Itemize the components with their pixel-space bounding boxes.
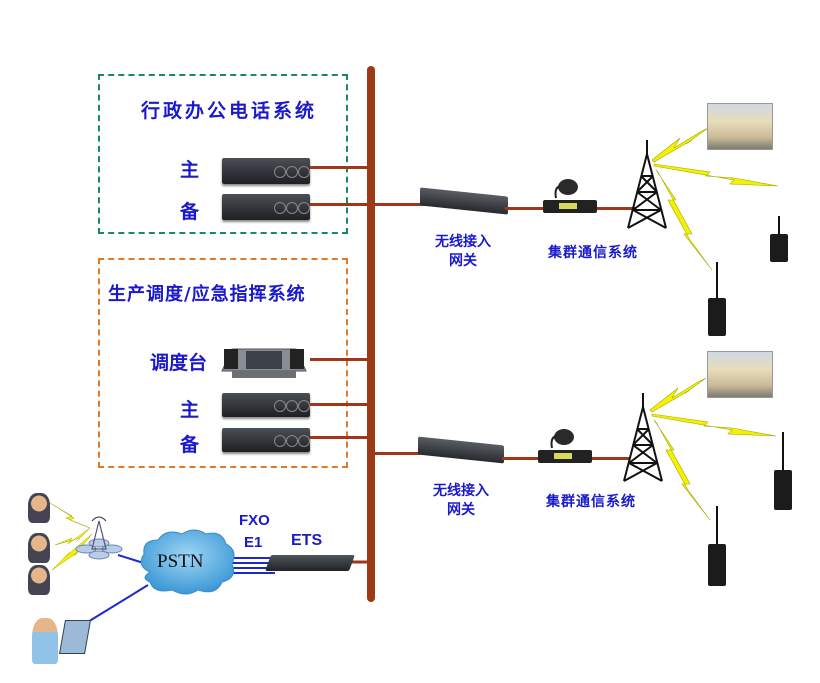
- site2-gateway-label-line1: 无线接入: [433, 483, 489, 499]
- dispatch-primary-link: [310, 403, 370, 406]
- site1-radio-tower-link: [597, 207, 635, 210]
- site2-gateway-radio-link: [502, 457, 542, 460]
- site2-gateway-label: 无线接入 网关: [418, 482, 504, 520]
- site2-microphone-icon: [550, 429, 574, 449]
- site2-mobile-radio[interactable]: [538, 450, 592, 463]
- dispatch-backup-label: 备: [180, 434, 200, 456]
- site1-bus-link: [375, 203, 425, 206]
- site1-radio-links: [651, 127, 779, 271]
- site2-vehicle[interactable]: [707, 351, 773, 398]
- site1-handset-2[interactable]: [708, 262, 726, 336]
- ets-label: ETS: [291, 532, 323, 549]
- fxo-interface-label: FXO: [239, 512, 270, 529]
- backbone-bus: [367, 66, 375, 602]
- e1-interface-label: E1: [244, 534, 263, 551]
- office-phone-system-group: [98, 74, 348, 234]
- site1-gateway-label: 无线接入 网关: [420, 233, 506, 271]
- site1-mobile-radio[interactable]: [543, 200, 597, 213]
- site2-radio-links: [649, 377, 777, 521]
- dispatch-console[interactable]: [218, 343, 310, 381]
- office-primary-server[interactable]: [222, 158, 310, 184]
- site1-trunking-label: 集群通信系统: [548, 245, 638, 261]
- site2-bus-link: [375, 452, 420, 455]
- site2-radio-tower-link: [592, 457, 630, 460]
- site2-handset-2[interactable]: [708, 506, 726, 586]
- site1-gateway-label-line1: 无线接入: [435, 234, 491, 250]
- dispatch-system-title: 生产调度/应急指挥系统: [108, 284, 306, 305]
- dispatch-backup-link: [310, 436, 370, 439]
- site1-tower-icon: [627, 140, 667, 229]
- dispatch-system-group: [98, 258, 348, 468]
- dispatch-backup-server[interactable]: [222, 428, 310, 452]
- office-primary-link: [310, 166, 370, 169]
- site2-tower-icon: [623, 393, 663, 482]
- landline-user: [32, 618, 58, 664]
- office-backup-server[interactable]: [222, 194, 310, 220]
- dispatch-console-link: [310, 358, 370, 361]
- ets-gateway-device[interactable]: [265, 555, 355, 571]
- mobile-user-3: [28, 565, 50, 595]
- site1-microphone-icon: [554, 179, 578, 199]
- pstn-cloud[interactable]: [136, 526, 238, 598]
- dispatch-console-label: 调度台: [150, 352, 208, 374]
- dispatch-primary-server[interactable]: [222, 393, 310, 417]
- site2-handset-1[interactable]: [774, 432, 792, 510]
- mobile-user-2: [28, 533, 50, 563]
- office-phone-system-title: 行政办公电话系统: [141, 100, 318, 122]
- office-backup-label: 备: [180, 201, 200, 223]
- pstn-label: PSTN: [157, 551, 204, 572]
- site1-gateway-label-line2: 网关: [449, 253, 477, 269]
- site2-trunking-label: 集群通信系统: [546, 494, 636, 510]
- cellular-base-station-icon: [75, 516, 123, 560]
- dispatch-primary-label: 主: [180, 399, 200, 421]
- site1-gateway-radio-link: [505, 207, 545, 210]
- office-primary-label: 主: [180, 159, 200, 181]
- site2-gateway-label-line2: 网关: [447, 502, 475, 518]
- site1-handset-1[interactable]: [770, 216, 788, 262]
- office-backup-link: [310, 203, 370, 206]
- site1-vehicle[interactable]: [707, 103, 773, 150]
- mobile-user-1: [28, 493, 50, 523]
